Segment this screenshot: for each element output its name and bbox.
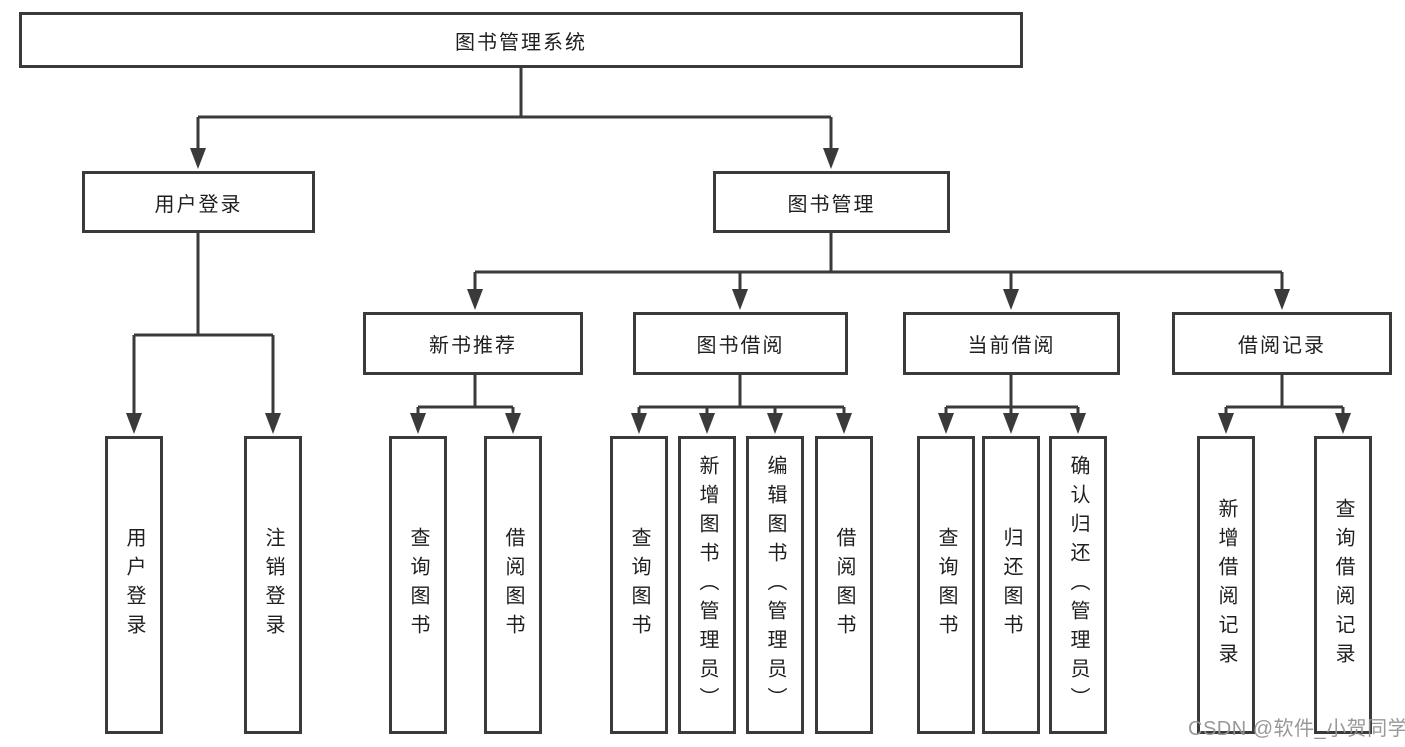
leaf-add-book-admin: 新增图书（管理员） <box>678 436 736 734</box>
node-borrow-records: 借阅记录 <box>1172 312 1392 375</box>
leaf-borrow-book-recommend: 借阅图书 <box>484 436 542 734</box>
leaf-user-login: 用户登录 <box>105 436 163 734</box>
leaf-logout: 注销登录 <box>244 436 302 734</box>
node-user-login: 用户登录 <box>82 171 315 233</box>
leaf-query-book-recommend: 查询图书 <box>389 436 447 734</box>
csdn-watermark: CSDN @软件_小贺同学 <box>1188 718 1405 740</box>
node-new-book-recommend: 新书推荐 <box>363 312 583 375</box>
leaf-confirm-return-admin: 确认归还（管理员） <box>1049 436 1107 734</box>
node-current-borrow: 当前借阅 <box>903 312 1120 375</box>
node-book-borrow: 图书借阅 <box>633 312 848 375</box>
leaf-query-borrow-record: 查询借阅记录 <box>1314 436 1372 734</box>
leaf-return-book: 归还图书 <box>982 436 1040 734</box>
node-system-root: 图书管理系统 <box>19 12 1023 68</box>
leaf-add-borrow-record: 新增借阅记录 <box>1197 436 1255 734</box>
leaf-query-book-borrow: 查询图书 <box>610 436 668 734</box>
leaf-borrow-book: 借阅图书 <box>815 436 873 734</box>
leaf-edit-book-admin: 编辑图书（管理员） <box>746 436 804 734</box>
arrowhead-icons <box>126 148 1351 434</box>
leaf-query-book-current: 查询图书 <box>917 436 975 734</box>
node-book-management: 图书管理 <box>713 171 950 233</box>
